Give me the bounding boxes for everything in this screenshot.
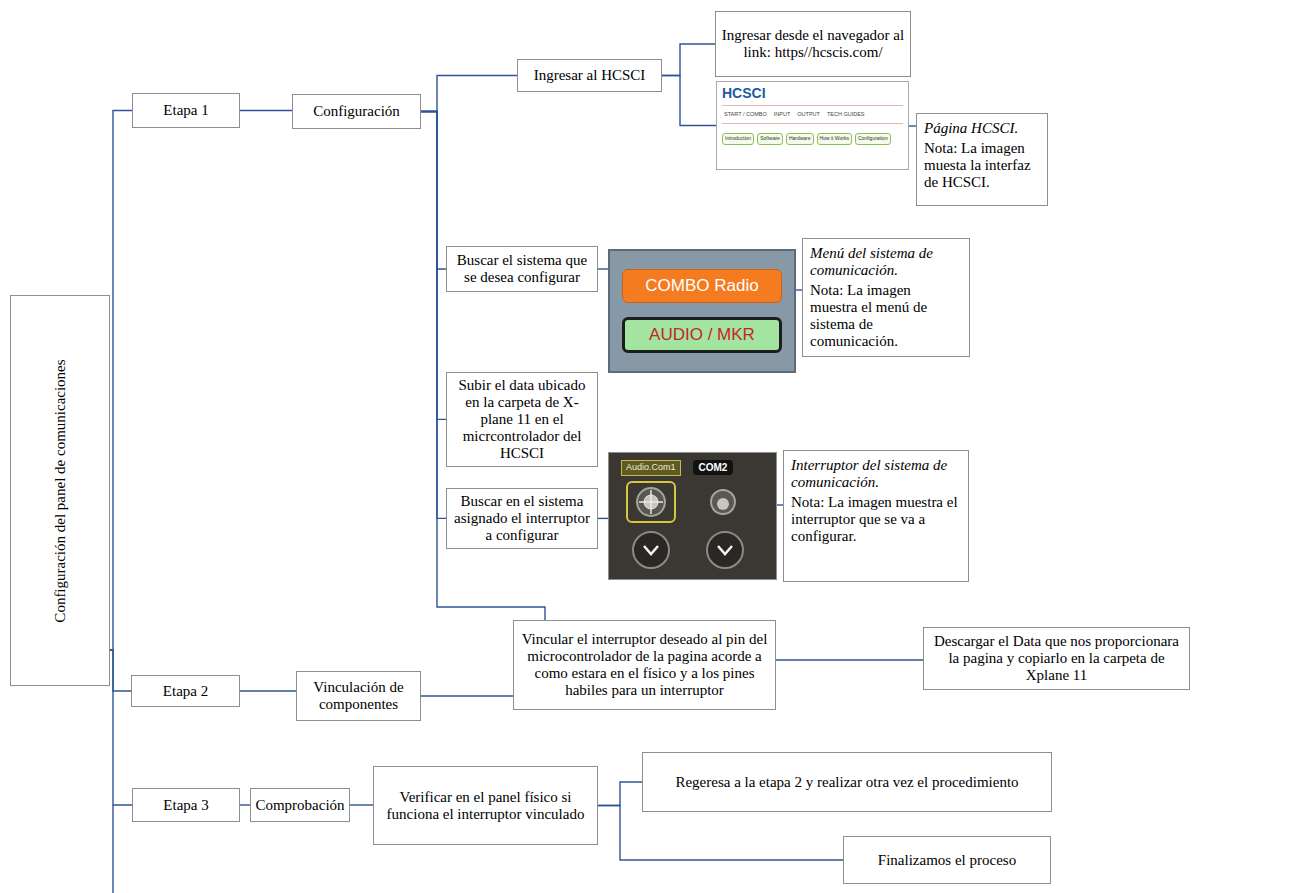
menu-screenshot: COMBO RadioAUDIO / MKR bbox=[608, 249, 796, 373]
process-box: Configuración bbox=[292, 94, 421, 129]
connector bbox=[662, 44, 715, 76]
connector bbox=[240, 804, 250, 805]
caption-note: Nota: La imagen muestra el interruptor q… bbox=[791, 494, 961, 545]
caption-note: Nota: La imagen muesta la interfaz de HC… bbox=[924, 140, 1040, 191]
knob-symbol bbox=[633, 532, 669, 568]
connector bbox=[421, 112, 446, 270]
box-text: Descargar el Data que nos proporcionara … bbox=[929, 633, 1184, 684]
knob-mark bbox=[718, 546, 732, 554]
result-box: Finalizamos el proceso bbox=[843, 836, 1051, 884]
menu-button: AUDIO / MKR bbox=[622, 317, 782, 353]
process-box: Ingresar desde el navegador al link: htt… bbox=[715, 11, 911, 77]
root-text: Configuración del panel de comunicacione… bbox=[52, 341, 69, 641]
process-box: Subir el data ubicado en la carpeta de X… bbox=[446, 372, 598, 467]
text-row: START / COMBOINPUTOUTPUTTECH GUIDES bbox=[722, 110, 903, 124]
process-box: Descargar el Data que nos proporcionara … bbox=[923, 627, 1190, 690]
knob-symbol bbox=[707, 532, 743, 568]
process-box: Verificar en el panel físico si funciona… bbox=[373, 766, 598, 845]
connector bbox=[776, 659, 923, 660]
switch-label: Audio.Com1 bbox=[621, 460, 681, 476]
nav-button: Configuration bbox=[855, 133, 891, 145]
knob-mark bbox=[639, 501, 663, 503]
process-box: Comprobación bbox=[250, 788, 350, 822]
connector bbox=[110, 111, 132, 651]
process-box: Vinculación de componentes bbox=[296, 671, 421, 721]
box-text: Verificar en el panel físico si funciona… bbox=[379, 789, 592, 823]
box-text: Buscar el sistema que se desea configura… bbox=[452, 252, 592, 286]
text-row: Audio.Com1 COM2 bbox=[621, 460, 733, 476]
spine-line bbox=[112, 805, 113, 893]
connector bbox=[240, 690, 296, 691]
text-row: HCSCI bbox=[722, 86, 903, 106]
connector bbox=[421, 76, 517, 112]
caption-title: Página HCSCI. bbox=[924, 120, 1018, 137]
box-text: Ingresar al HCSCI bbox=[534, 67, 646, 84]
web-screenshot: HCSCI START / COMBOINPUTOUTPUTTECH GUIDES… bbox=[716, 81, 909, 170]
knob-icons bbox=[621, 478, 769, 574]
caption-box: Página HCSCI. Nota: La imagen muesta la i… bbox=[916, 113, 1048, 206]
stage-box: Etapa 1 bbox=[132, 93, 240, 128]
connector bbox=[598, 806, 843, 861]
box-text: Ingresar desde el navegador al link: htt… bbox=[721, 27, 905, 61]
tab-label: TECH GUIDES bbox=[825, 110, 867, 118]
process-box: Buscar en el sistema asignado el interru… bbox=[446, 488, 598, 549]
tab-label: START / COMBO bbox=[722, 110, 769, 118]
box-text: Configuración bbox=[313, 103, 400, 120]
box-text: Etapa 1 bbox=[163, 102, 208, 119]
caption-note: Nota: La imagen muestra el menú de siste… bbox=[810, 282, 962, 350]
box-text: Vinculación de componentes bbox=[302, 679, 415, 713]
connector bbox=[598, 782, 642, 806]
connector bbox=[421, 112, 446, 420]
caption-title: Menú del sistema de comunicación. bbox=[810, 245, 962, 279]
caption-title: Interruptor del sistema de comunicación. bbox=[791, 457, 961, 491]
connector bbox=[909, 125, 916, 126]
nav-button: Hardware bbox=[786, 133, 814, 145]
knob-mark bbox=[644, 546, 658, 554]
knob-symbol bbox=[711, 490, 735, 514]
logo-text: HCSCI bbox=[722, 86, 766, 101]
switch-label: COM2 bbox=[693, 460, 734, 475]
box-text: Buscar en el sistema asignado el interru… bbox=[452, 493, 592, 544]
caption-box: Menú del sistema de comunicación.Nota: L… bbox=[802, 238, 970, 357]
box-text: Finalizamos el proceso bbox=[878, 852, 1016, 869]
box-text: Regeresa a la etapa 2 y realizar otra ve… bbox=[675, 774, 1018, 791]
process-box: Ingresar al HCSCI bbox=[517, 59, 662, 92]
nav-button: Introduction bbox=[722, 133, 754, 145]
connector bbox=[421, 112, 446, 519]
box-text: Etapa 2 bbox=[163, 683, 208, 700]
connector bbox=[662, 76, 716, 126]
connector bbox=[421, 695, 513, 696]
connector bbox=[598, 268, 608, 269]
connector bbox=[598, 518, 608, 519]
switch-screenshot: Audio.Com1 COM2 bbox=[608, 452, 777, 580]
connector bbox=[110, 650, 132, 805]
knob-symbol bbox=[637, 488, 665, 516]
root-box: Configuración del panel de comunicacione… bbox=[10, 295, 110, 686]
process-box: Vincular el interruptor deseado al pin d… bbox=[513, 620, 776, 710]
nav-button: Software bbox=[757, 133, 783, 145]
menu-button: COMBO Radio bbox=[622, 269, 782, 303]
caption-box: Interruptor del sistema de comunicación.… bbox=[783, 450, 969, 582]
stage-box: Etapa 2 bbox=[131, 675, 240, 707]
tab-label: INPUT bbox=[772, 110, 793, 118]
box-text: Etapa 3 bbox=[163, 797, 208, 814]
box-text: Vincular el interruptor deseado al pin d… bbox=[519, 631, 770, 699]
nav-button: How it Works bbox=[817, 133, 852, 145]
selection-frame bbox=[627, 482, 675, 522]
box-text: Subir el data ubicado en la carpeta de X… bbox=[452, 377, 592, 462]
tab-label: OUTPUT bbox=[795, 110, 822, 118]
result-box: Regeresa a la etapa 2 y realizar otra ve… bbox=[642, 752, 1052, 812]
knob-symbol bbox=[717, 498, 729, 510]
process-box: Buscar el sistema que se desea configura… bbox=[446, 246, 598, 292]
text-row: IntroductionSoftwareHardwareHow it Works… bbox=[722, 133, 903, 145]
box-text: Comprobación bbox=[255, 797, 344, 814]
connector bbox=[240, 110, 292, 111]
stage-box: Etapa 3 bbox=[132, 788, 240, 822]
connector bbox=[350, 804, 373, 805]
